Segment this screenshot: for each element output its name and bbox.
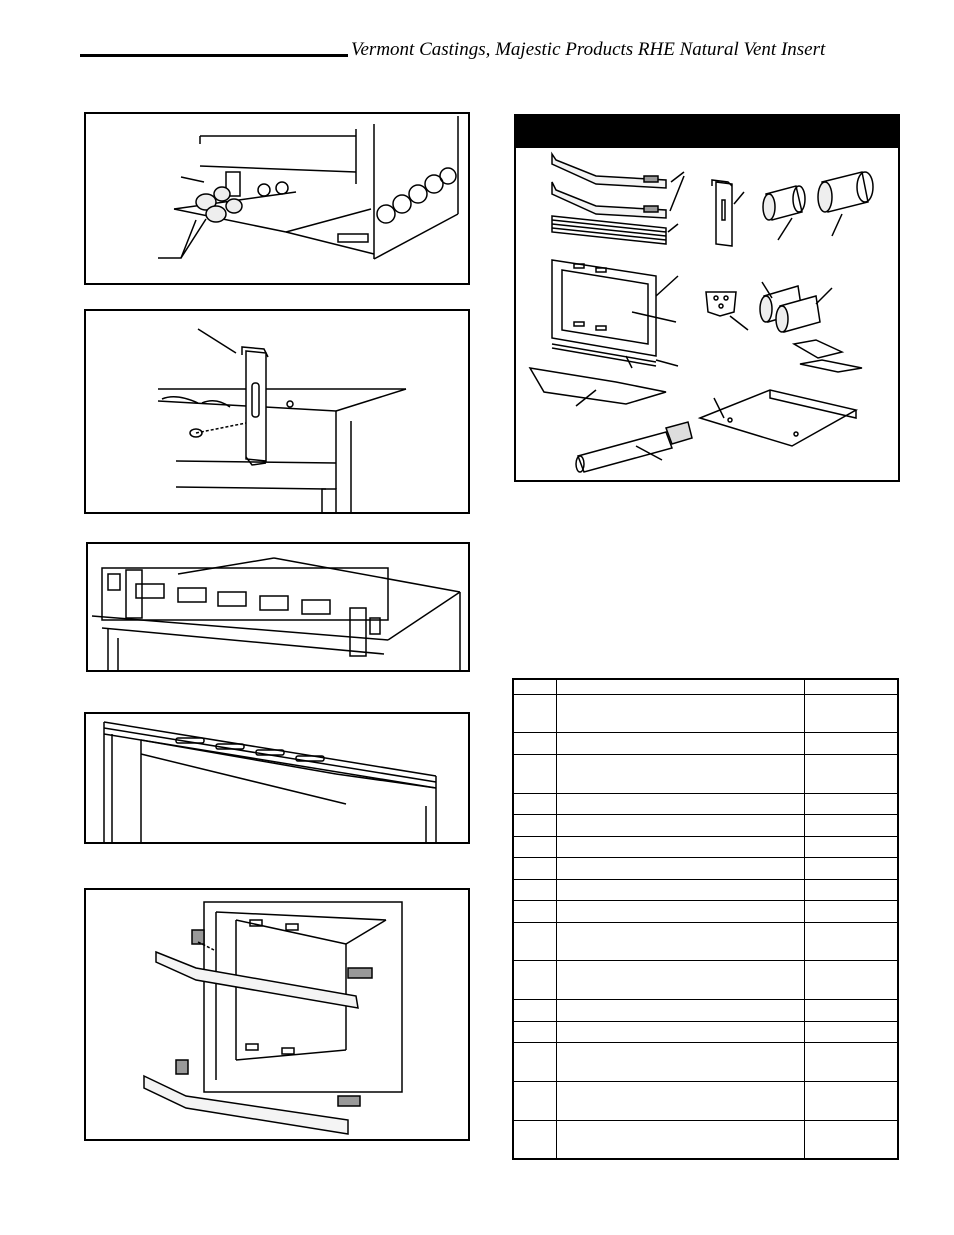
table-cell-part (803, 900, 899, 923)
glass-panel-icon (528, 367, 667, 407)
table-cell-no (512, 814, 557, 837)
table-cell-description (555, 1080, 805, 1121)
table-cell-no (512, 732, 557, 755)
tube-icon (575, 421, 693, 473)
table-cell-part (803, 999, 899, 1022)
fig-louver-mounted (86, 542, 470, 672)
table-cell-description (555, 835, 805, 859)
header-rule (80, 54, 348, 57)
table-cell-no (512, 900, 557, 923)
table-cell-no (512, 999, 557, 1022)
table-row (512, 878, 899, 902)
table-cell-description (555, 857, 805, 880)
table-cell-no (512, 678, 557, 695)
table-cell-description (555, 900, 805, 923)
table-cell-description (555, 732, 805, 755)
table-row (512, 678, 899, 695)
table-cell-part (803, 1080, 899, 1121)
trim-bar-icon (551, 151, 685, 219)
table-cell-part (803, 921, 899, 962)
fig-valve-knobs (84, 112, 470, 285)
table-row (512, 792, 899, 816)
table-cell-description (555, 693, 805, 734)
hanger-bracket-icon (711, 179, 745, 247)
table-cell-part (803, 678, 899, 695)
table-row (512, 1119, 899, 1160)
table-cell-part (803, 732, 899, 755)
table-row (512, 693, 899, 734)
fig-trim-assembly (84, 888, 470, 1141)
table-cell-part (803, 753, 899, 794)
table-row (512, 814, 899, 837)
table-cell-no (512, 1020, 557, 1044)
table-cell-no (512, 835, 557, 859)
table-cell-part (803, 814, 899, 837)
table-cell-part (803, 792, 899, 816)
table-cell-description (555, 1119, 805, 1160)
table-row (512, 732, 899, 755)
table-row (512, 1042, 899, 1082)
table-cell-description (555, 1020, 805, 1044)
kit-contents-box (514, 114, 900, 482)
table-cell-no (512, 1119, 557, 1160)
table-cell-part (803, 1119, 899, 1160)
table-cell-part (803, 857, 899, 880)
table-cell-part (803, 835, 899, 859)
table-row (512, 1080, 899, 1121)
table-cell-no (512, 878, 557, 902)
table-cell-no (512, 1042, 557, 1082)
base-plate-icon (697, 389, 859, 447)
table-row (512, 1020, 899, 1044)
table-cell-no (512, 960, 557, 1001)
table-cell-description (555, 921, 805, 962)
table-cell-description (555, 792, 805, 816)
table-row (512, 960, 899, 1001)
table-row (512, 835, 899, 859)
table-cell-no (512, 1080, 557, 1121)
front-frame-icon (551, 259, 679, 369)
page-header-title: Vermont Castings, Majestic Products RHE … (351, 39, 826, 60)
table-row (512, 999, 899, 1022)
table-cell-description (555, 960, 805, 1001)
table-cell-no (512, 693, 557, 734)
table-cell-part (803, 1020, 899, 1044)
table-cell-description (555, 678, 805, 695)
table-cell-part (803, 1042, 899, 1082)
table-cell-description (555, 814, 805, 837)
magnet-pad-icon (791, 339, 863, 373)
table-cell-no (512, 921, 557, 962)
fig-hanger-bracket (84, 309, 470, 514)
hinge-plate-icon (705, 291, 749, 331)
table-cell-description (555, 999, 805, 1022)
table-cell-description (555, 753, 805, 794)
table-cell-no (512, 857, 557, 880)
knob-icon (759, 171, 874, 333)
kit-header-bar (516, 116, 898, 148)
table-cell-description (555, 1042, 805, 1082)
table-row (512, 900, 899, 923)
louver-icon (551, 215, 679, 245)
table-cell-no (512, 792, 557, 816)
table-cell-description (555, 878, 805, 902)
fig-louver-detail (84, 712, 470, 844)
table-cell-part (803, 693, 899, 734)
table-cell-part (803, 960, 899, 1001)
parts-table (512, 678, 899, 1160)
table-cell-no (512, 753, 557, 794)
table-row (512, 857, 899, 880)
table-row (512, 753, 899, 794)
table-row (512, 921, 899, 962)
table-cell-part (803, 878, 899, 902)
